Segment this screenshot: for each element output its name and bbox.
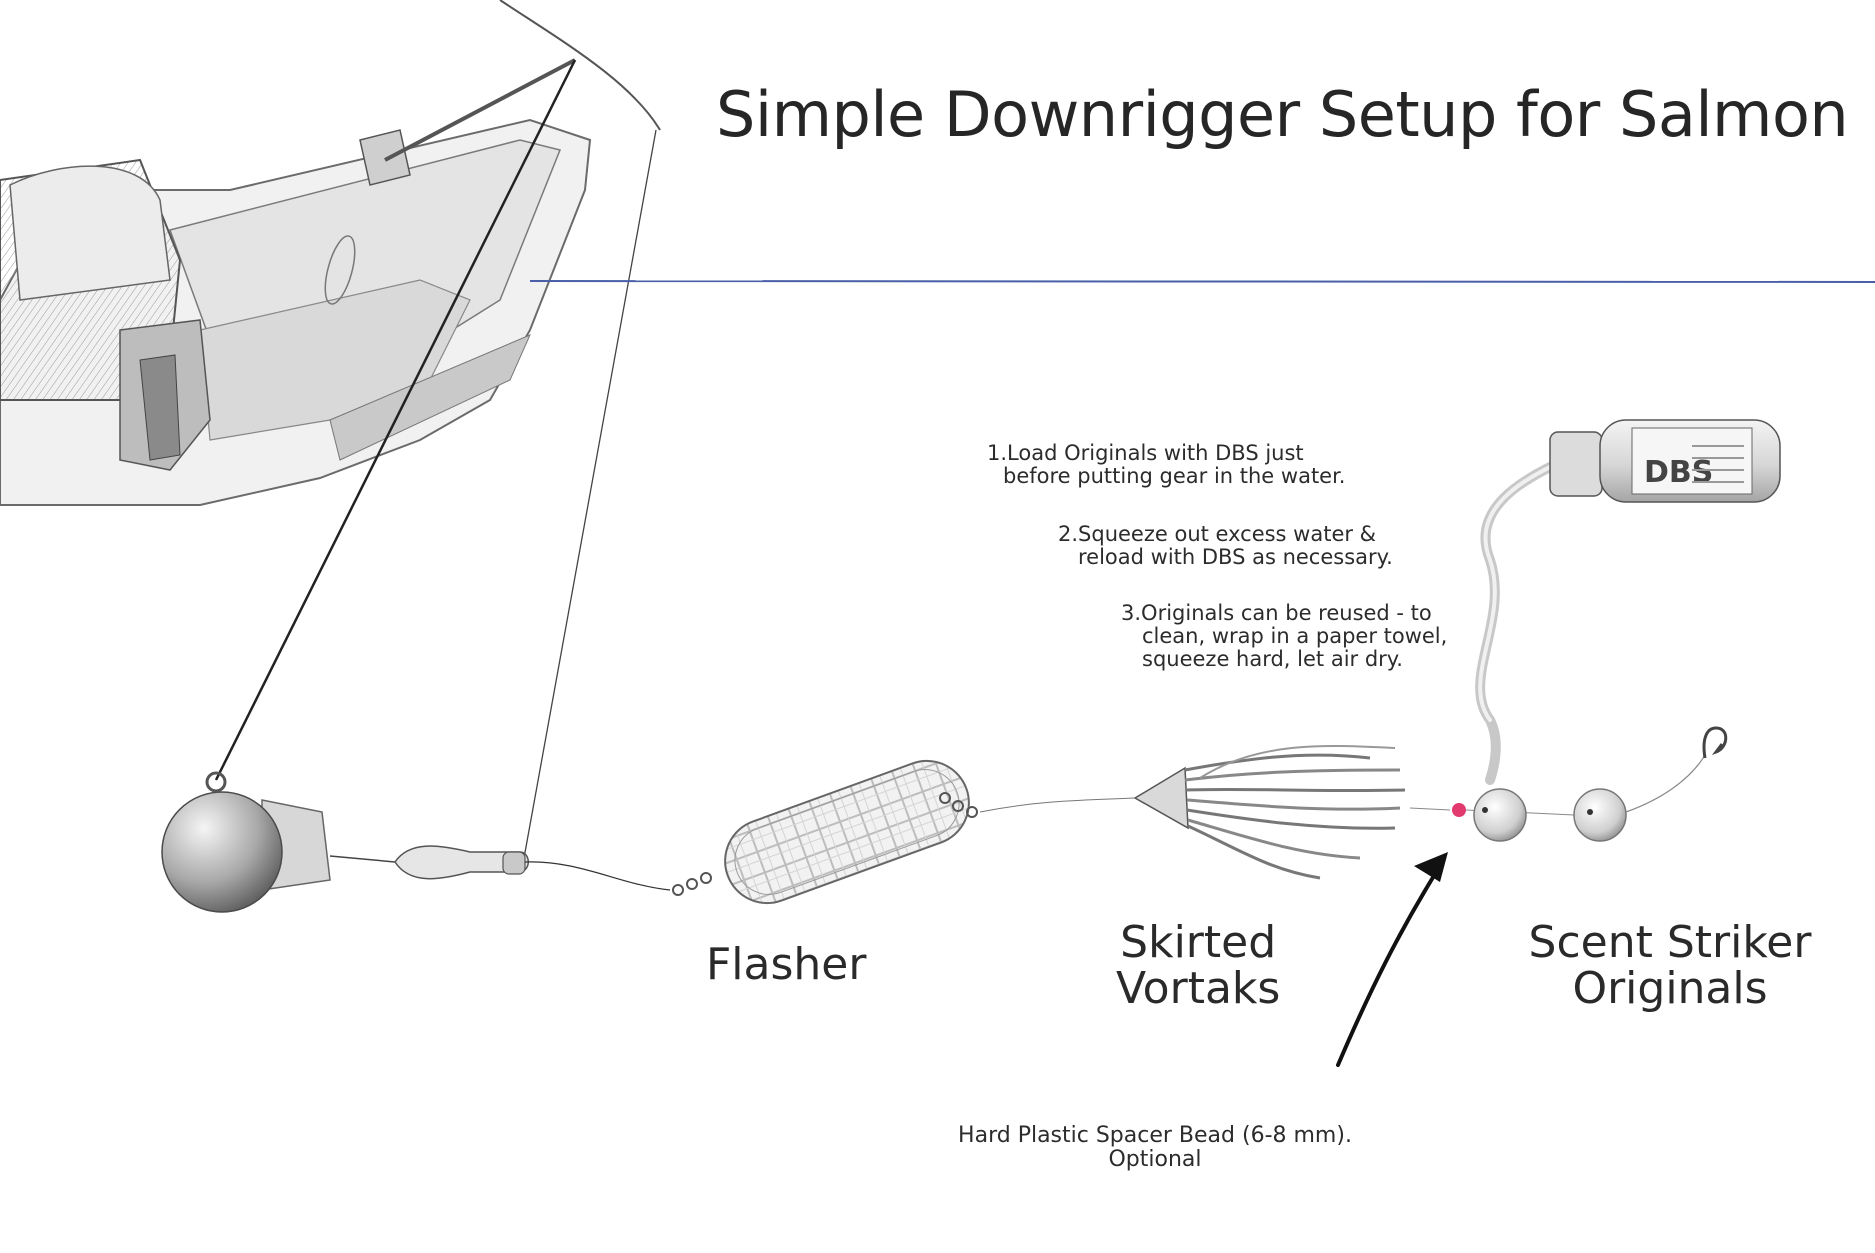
- step-2-line1: Squeeze out excess water &: [1078, 522, 1377, 546]
- bead-arrow: [1336, 852, 1448, 1067]
- fishing-line: [523, 129, 657, 859]
- step-1-line1: Load Originals with DBS just: [1007, 441, 1304, 465]
- step-2-number: 2.: [1058, 522, 1079, 546]
- swivel: [672, 872, 712, 896]
- swivel: [939, 792, 978, 818]
- step-2-line2: reload with DBS as necessary.: [1078, 545, 1393, 569]
- rod-tip: [499, 0, 661, 131]
- bottle-label: DBS: [1644, 455, 1713, 490]
- dbs-bottle: DBS: [1549, 419, 1781, 503]
- step-3-line2: clean, wrap in a paper towel,: [1142, 624, 1448, 648]
- boat-illustration: [0, 58, 592, 506]
- leader-line: [979, 797, 1136, 813]
- scent-striker-originals: [1465, 754, 1706, 842]
- step-3: 3.Originals can be reused - to clean, wr…: [1121, 602, 1447, 671]
- skirted-vortaks: [1133, 745, 1406, 880]
- step-3-number: 3.: [1121, 601, 1142, 625]
- downrigger-cable: [214, 59, 577, 781]
- step-3-line1: Originals can be reused - to: [1141, 601, 1432, 625]
- step-3-line3: squeeze hard, let air dry.: [1142, 647, 1403, 671]
- vortaks-label-line1: Skirted: [1120, 917, 1277, 968]
- step-1-number: 1.: [987, 441, 1008, 465]
- water-line: [529, 280, 1875, 283]
- scent-striker-label-line2: Originals: [1572, 963, 1768, 1014]
- downrigger-weight: [161, 771, 396, 913]
- flasher-label: Flasher: [706, 942, 866, 988]
- flasher-label-text: Flasher: [706, 939, 867, 990]
- flasher: [724, 759, 970, 905]
- step-1-line2: before putting gear in the water.: [1003, 464, 1346, 488]
- page-title: Simple Downrigger Setup for Salmon: [716, 78, 1849, 151]
- vortaks-label-line2: Vortaks: [1116, 963, 1281, 1014]
- hook: [1702, 726, 1728, 759]
- release-clip: [394, 845, 529, 880]
- spacer-bead-note-line2: Optional: [1108, 1147, 1202, 1172]
- leader-line: [524, 861, 671, 891]
- spacer-bead-note-line1: Hard Plastic Spacer Bead (6-8 mm).: [958, 1123, 1352, 1148]
- vortaks-label: Skirted Vortaks: [1116, 920, 1280, 1012]
- spacer-bead: [1452, 803, 1466, 817]
- scent-striker-label-line1: Scent Striker: [1528, 917, 1812, 968]
- spacer-bead-note: Hard Plastic Spacer Bead (6-8 mm). Optio…: [900, 1124, 1410, 1172]
- step-2: 2.Squeeze out excess water & reload with…: [1058, 523, 1393, 569]
- step-1: 1.Load Originals with DBS just before pu…: [987, 442, 1345, 488]
- scent-striker-label: Scent Striker Originals: [1500, 920, 1840, 1012]
